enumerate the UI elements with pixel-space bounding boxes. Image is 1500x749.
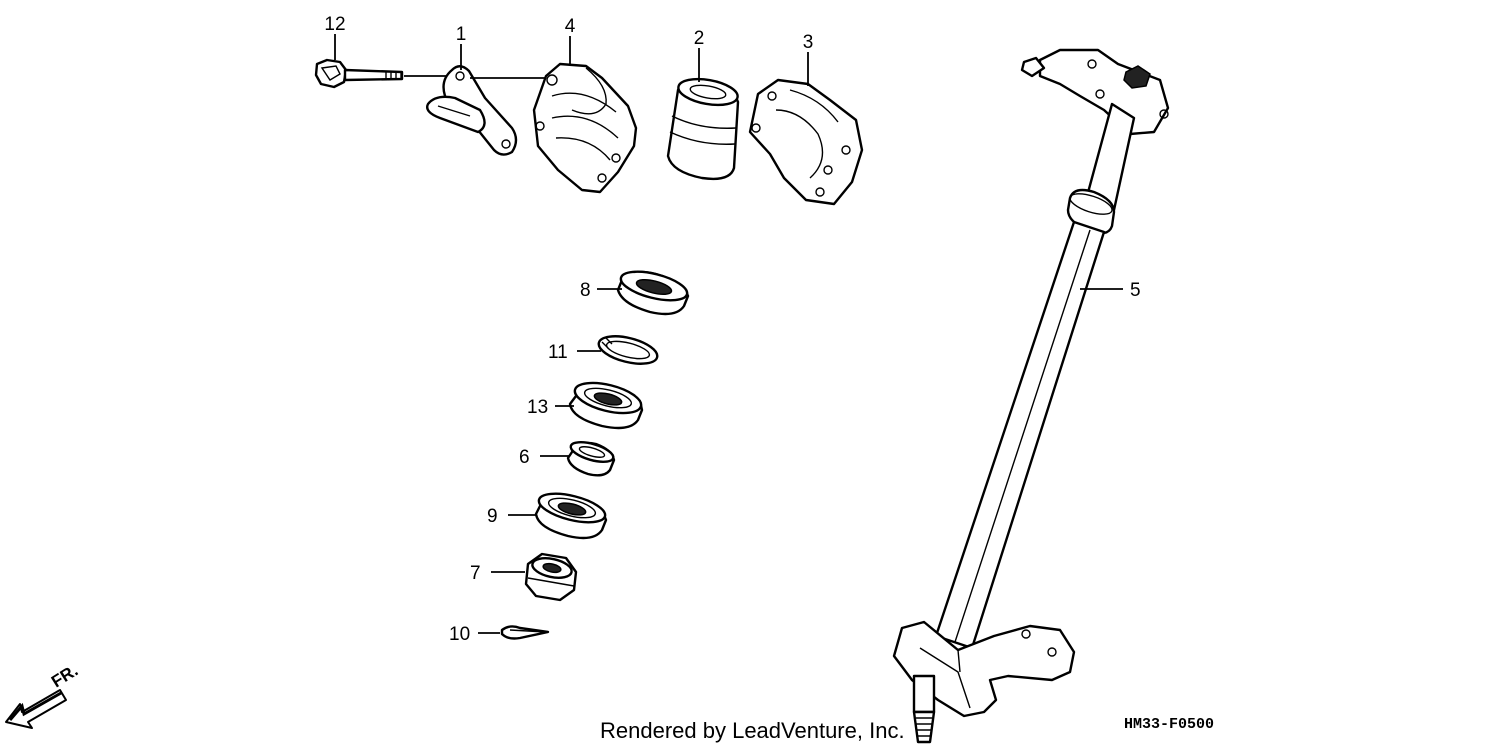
part-3-shaft-holder[interactable]: [748, 78, 864, 206]
part-12-bolt[interactable]: [314, 58, 447, 89]
callout-11: 11: [548, 342, 568, 363]
callout-4: 4: [565, 16, 576, 37]
callout-6: 6: [519, 447, 530, 468]
part-11-circlip[interactable]: [577, 331, 660, 369]
callout-12: 12: [324, 14, 345, 35]
diagram-code: HM33-F0500: [1124, 716, 1214, 733]
part-5-steering-shaft[interactable]: [892, 48, 1170, 744]
part-4-shaft-holder[interactable]: [532, 62, 638, 194]
part-2-bushing[interactable]: [666, 75, 740, 181]
callout-10: 10: [449, 624, 470, 645]
callout-9: 9: [487, 506, 498, 527]
callout-1: 1: [456, 24, 467, 45]
callout-7: 7: [470, 563, 481, 584]
front-direction-arrow: FR.: [5, 661, 81, 729]
rendered-by-credit: Rendered by LeadVenture, Inc.: [600, 718, 905, 743]
part-1-holder-plate[interactable]: [426, 65, 545, 156]
callout-13: 13: [527, 397, 548, 418]
callout-5: 5: [1130, 280, 1141, 301]
callout-3: 3: [803, 32, 814, 53]
part-10-cotter-pin[interactable]: [478, 625, 550, 640]
part-7-castle-nut[interactable]: [491, 552, 578, 602]
callout-8: 8: [580, 280, 591, 301]
callout-2: 2: [694, 28, 705, 49]
front-direction-label: FR.: [48, 661, 81, 692]
part-13-bearing[interactable]: [555, 377, 644, 430]
part-6-collar[interactable]: [540, 438, 616, 477]
part-8-oil-seal[interactable]: [597, 266, 690, 316]
callout-leaders: [334, 34, 809, 86]
part-9-dust-seal[interactable]: [508, 488, 608, 540]
